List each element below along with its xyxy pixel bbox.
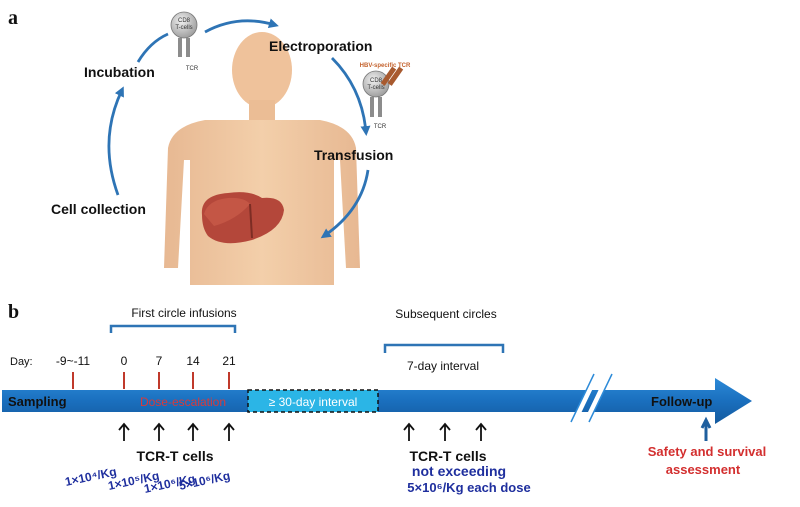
cd8-tcell-icon-top: CD8 T-cells TCR (170, 11, 199, 72)
tcrt-second-label: TCR-T cells (409, 448, 486, 464)
timeline-break-outline (570, 373, 613, 423)
day-3: 14 (186, 354, 200, 368)
step-incubation: Incubation (84, 64, 155, 80)
day-4: 21 (222, 354, 236, 368)
infusion-arrows-subsequent (403, 422, 487, 441)
day-1: 0 (121, 354, 128, 368)
cell-right-name-1: CD8 (370, 78, 383, 84)
step-transfusion: Transfusion (314, 147, 393, 163)
cell-right-name-2: T-cells (367, 85, 384, 91)
subsequent-title: Subsequent circles (395, 307, 496, 321)
day-0: -9~-11 (56, 354, 90, 368)
first-circle-bracket (109, 324, 237, 333)
dose-escalation-label: Dose-escalation (140, 395, 226, 409)
cell-top-name-1: CD8 (178, 18, 191, 24)
infusion-arrows-first (118, 422, 235, 441)
day-label: Day: (10, 356, 33, 368)
seven-day-interval: 7-day interval (407, 359, 479, 373)
day-ticks (72, 372, 230, 389)
follow-up-label: Follow-up (651, 394, 712, 409)
panel-b-label: b (8, 301, 19, 323)
thirty-day-interval: ≥ 30-day interval (269, 395, 358, 409)
interval-box (247, 389, 379, 413)
cell-top-receptor: TCR (186, 66, 199, 72)
cycle-arrows (107, 18, 371, 239)
each-dose-label: 5×10⁶/Kg each dose (407, 480, 530, 495)
step-electroporation: Electroporation (269, 38, 372, 54)
sampling-label: Sampling (8, 394, 67, 409)
first-circle-title: First circle infusions (131, 306, 236, 320)
cell-top-name-2: T-cells (175, 25, 192, 31)
cell-right-receptor: TCR (374, 124, 387, 130)
day-2: 7 (156, 354, 163, 368)
safety-label-line2: assessment (666, 462, 741, 477)
subsequent-bracket (383, 343, 505, 353)
not-exceeding-label: not exceeding (412, 463, 506, 479)
timeline-break (571, 372, 612, 424)
safety-label-line1: Safety and survival (648, 444, 767, 459)
liver-icon (201, 192, 284, 244)
follow-up-arrow (700, 416, 712, 441)
panel-a-label: a (8, 7, 18, 29)
tcrt-first-label: TCR-T cells (136, 448, 213, 464)
hbv-tcr-tag: HBV-specific TCR (360, 63, 411, 69)
cd8-tcell-icon-hbv: HBV-specific TCR CD8 T-cells TCR (360, 63, 411, 130)
step-cell-collection: Cell collection (51, 201, 146, 217)
